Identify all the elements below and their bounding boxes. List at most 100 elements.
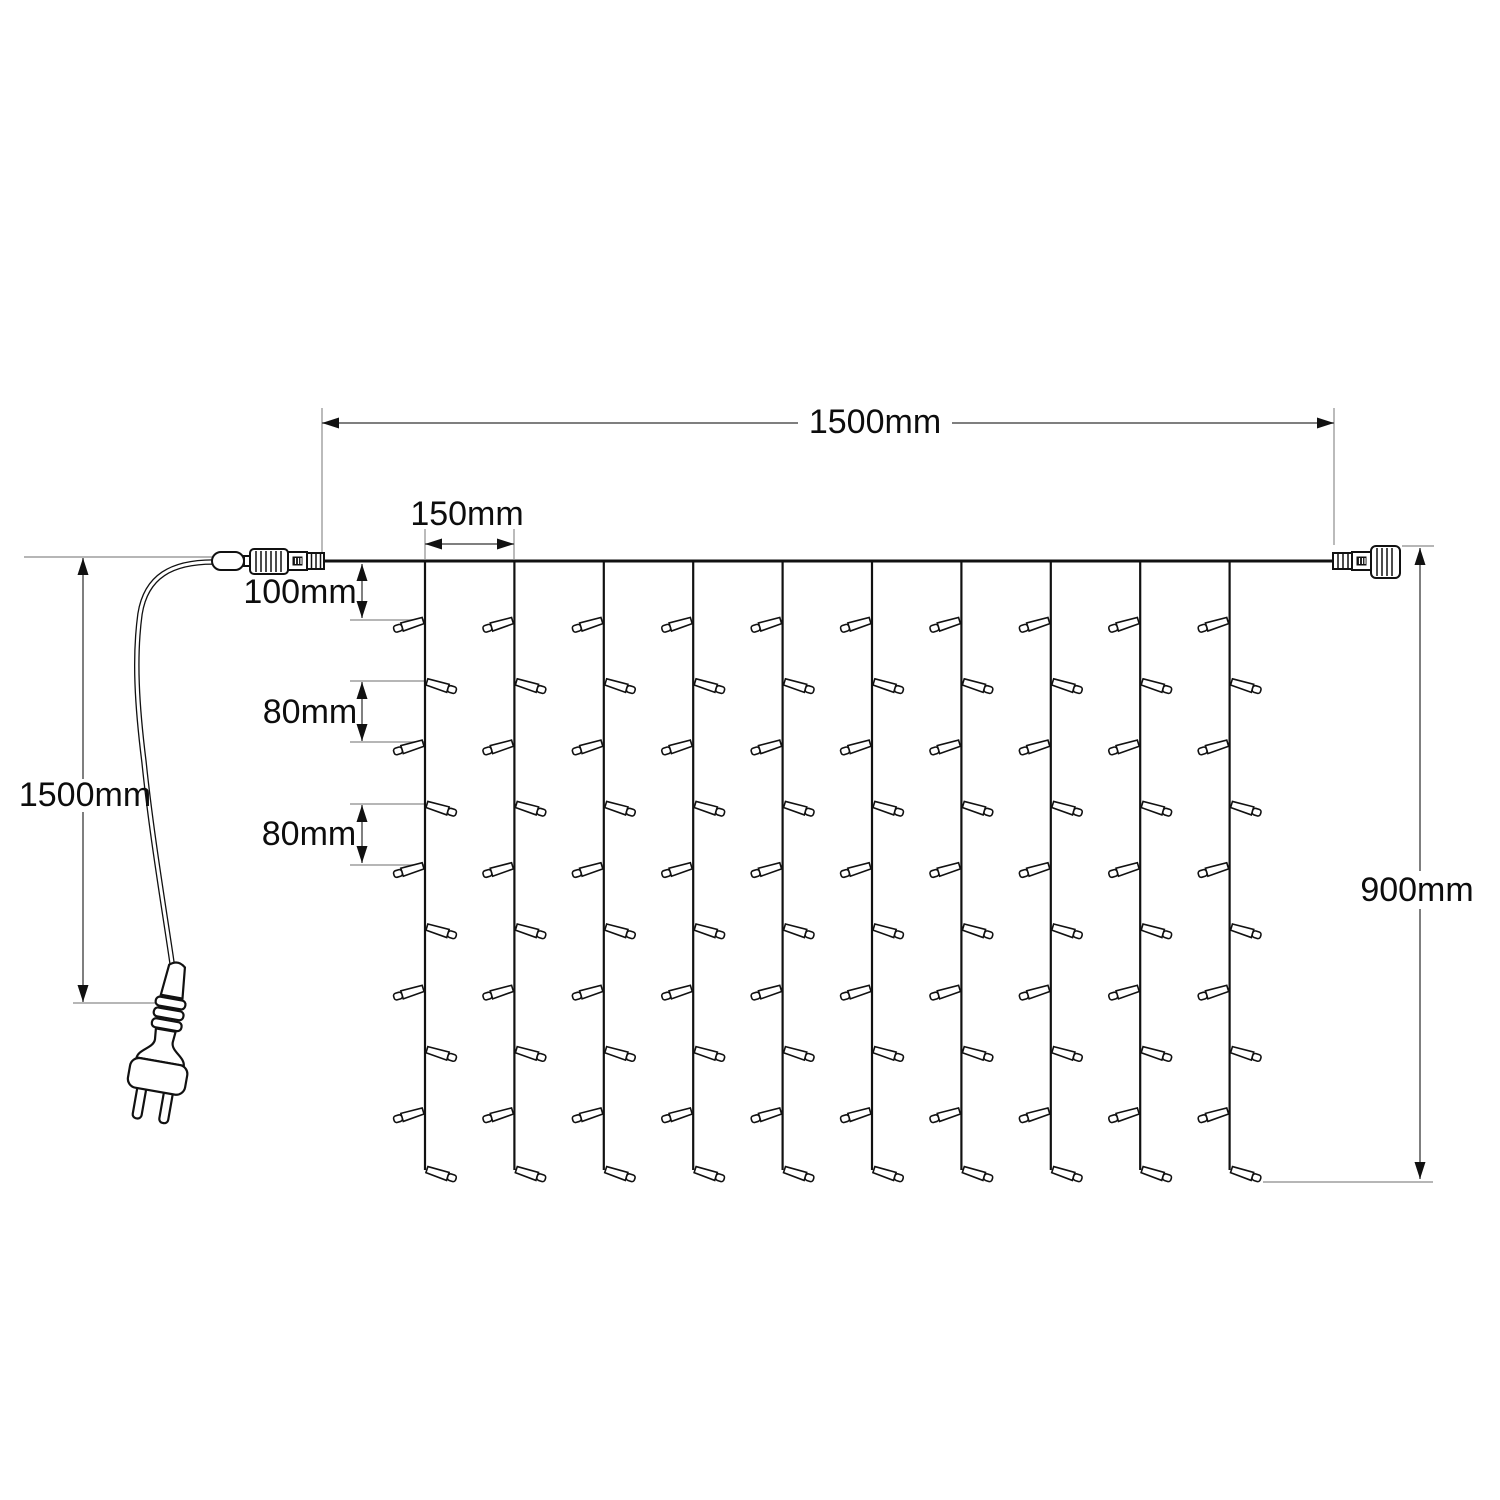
dim-label-led-gap-2: 80mm (261, 815, 357, 853)
led-bulb (482, 616, 515, 633)
led-bulb (424, 800, 458, 817)
curtain-strand (1018, 561, 1084, 1183)
led-bulb (871, 677, 905, 695)
led-bulb (961, 1045, 994, 1063)
led-bulb (1229, 677, 1262, 695)
led-bulb (839, 739, 873, 756)
led-bulb (1197, 616, 1230, 633)
dimension-lines (82, 422, 1421, 1179)
led-bulb (929, 616, 962, 633)
led-bulb (693, 677, 726, 695)
led-bulb (514, 677, 547, 695)
led-bulb (1050, 800, 1084, 817)
led-bulb (1197, 1106, 1230, 1124)
led-bulb (1107, 861, 1141, 879)
led-bulb (693, 923, 726, 940)
led-bulb (1018, 739, 1051, 756)
led-bulb (660, 1106, 694, 1124)
led-bulb (871, 923, 905, 940)
led-bulb (1140, 800, 1173, 817)
led-bulb (1229, 923, 1262, 940)
led-bulb (482, 861, 515, 879)
led-bulb (750, 1106, 783, 1124)
led-bulb (603, 677, 637, 695)
led-bulb (782, 677, 815, 695)
curtain-strand (660, 561, 726, 1183)
led-bulb (1140, 1165, 1173, 1183)
led-bulb (514, 1045, 547, 1063)
led-bulb (750, 739, 783, 756)
led-bulb (571, 861, 604, 879)
led-bulb (1018, 861, 1051, 879)
curtain-strand (571, 561, 637, 1183)
led-bulb (571, 616, 604, 633)
dim-label-curtain-height: 900mm (1360, 871, 1474, 909)
led-bulb (1050, 923, 1084, 940)
led-bulb (1197, 984, 1230, 1001)
led-bulb (424, 1045, 458, 1063)
led-bulb (1229, 1045, 1262, 1063)
curtain-strand (1197, 561, 1262, 1183)
dim-label-first-drop: 100mm (243, 573, 357, 611)
led-bulb (660, 739, 694, 756)
led-bulb (961, 1165, 994, 1183)
right-connector (1332, 545, 1401, 579)
extension-lines (24, 408, 1434, 1183)
curtain-strand (392, 561, 458, 1183)
dim-label-cable-length: 1500mm (18, 776, 152, 814)
curtain-strand (750, 561, 815, 1183)
led-bulb (693, 1165, 726, 1183)
led-bulb (603, 1045, 637, 1063)
led-bulb (603, 800, 637, 817)
power-plug (126, 961, 189, 1125)
led-bulb (1140, 923, 1173, 940)
left-connector (211, 548, 325, 575)
led-bulb (660, 861, 694, 879)
curtain-strand (1107, 561, 1173, 1183)
led-bulb (750, 616, 783, 633)
power-cable (133, 559, 214, 978)
led-bulb (571, 1106, 604, 1124)
led-bulb (392, 739, 426, 756)
led-bulb (660, 616, 694, 633)
led-bulb (392, 616, 426, 633)
led-bulb (1107, 616, 1141, 633)
led-bulb (871, 800, 905, 817)
led-bulb (424, 677, 458, 695)
dim-label-led-gap-1: 80mm (262, 693, 358, 731)
led-bulb (929, 984, 962, 1001)
curtain-strand (929, 561, 994, 1183)
led-bulb (961, 923, 994, 940)
led-bulb (782, 1165, 815, 1183)
led-bulb (392, 984, 426, 1001)
dim-label-strand-spacing: 150mm (410, 495, 524, 533)
dimension-arrows (77, 417, 1426, 1179)
led-bulb (1197, 861, 1230, 879)
led-bulb (871, 1045, 905, 1063)
led-bulb (961, 800, 994, 817)
led-bulb (871, 1165, 905, 1183)
curtain-strand (839, 561, 905, 1183)
led-bulb (693, 1045, 726, 1063)
led-bulb (1197, 739, 1230, 756)
led-bulb (571, 739, 604, 756)
led-bulb (424, 923, 458, 940)
led-bulb (1018, 616, 1051, 633)
led-bulb (750, 861, 783, 879)
led-bulb (1107, 984, 1141, 1001)
led-bulb (961, 677, 994, 695)
led-bulb (1050, 1045, 1084, 1063)
dim-label-total-width: 1500mm (808, 403, 942, 441)
led-bulb (1018, 1106, 1051, 1124)
led-bulb (1050, 677, 1084, 695)
led-bulb (514, 800, 547, 817)
led-bulb (603, 923, 637, 940)
led-bulb (839, 984, 873, 1001)
led-bulb (782, 1045, 815, 1063)
led-bulb (1140, 1045, 1173, 1063)
led-bulb (1107, 1106, 1141, 1124)
led-bulb (929, 861, 962, 879)
led-strands (392, 561, 1262, 1183)
